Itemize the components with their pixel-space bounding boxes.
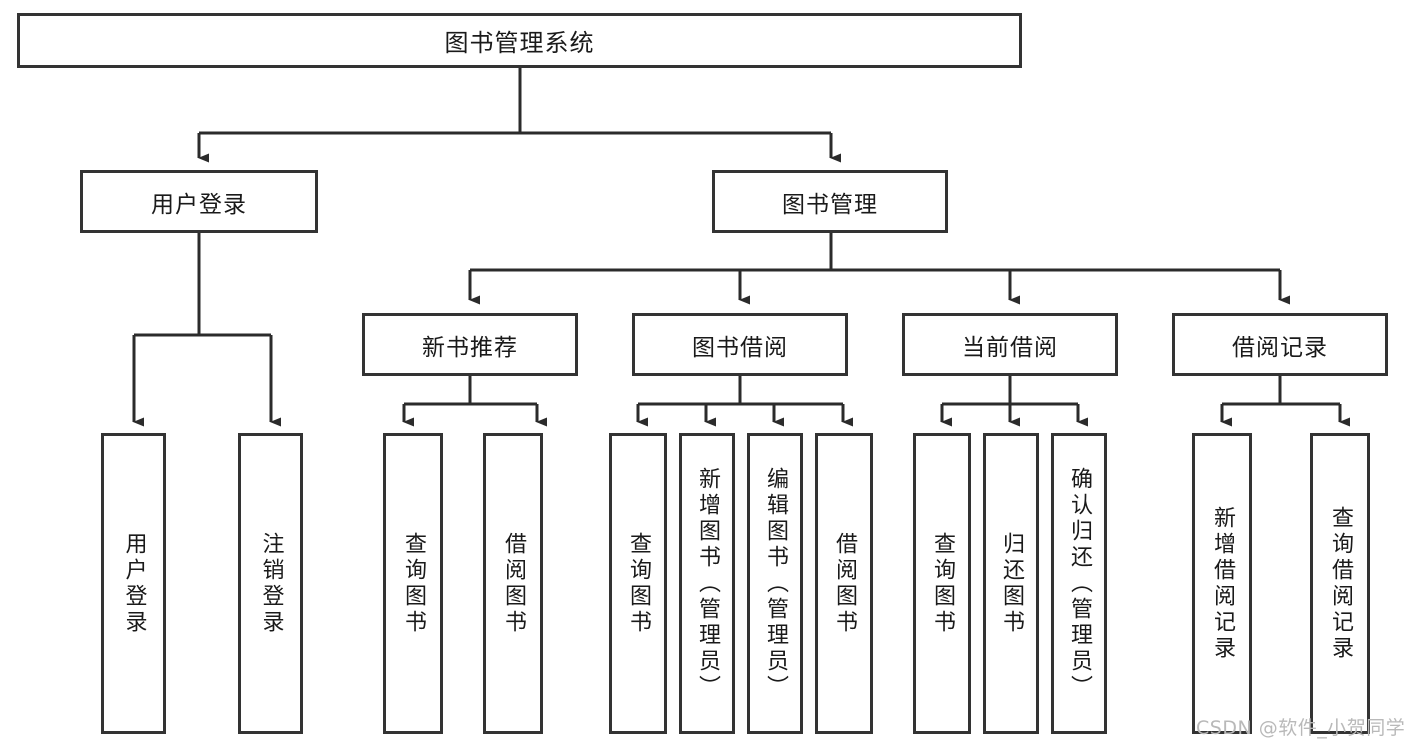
leaf-return-book[interactable]: 归还图书 (983, 433, 1039, 734)
node-new-book-recommend[interactable]: 新书推荐 (362, 313, 578, 376)
leaf-label: 查询图书 (930, 531, 955, 636)
leaf-borrow-book-1[interactable]: 借阅图书 (483, 433, 543, 734)
leaf-label: 查询图书 (626, 531, 651, 636)
node-user-login[interactable]: 用户登录 (80, 170, 318, 233)
leaf-label: 用户登录 (121, 531, 147, 636)
node-borrow-record[interactable]: 借阅记录 (1172, 313, 1388, 376)
leaf-label: 确认归还（管理员） (1067, 466, 1092, 701)
leaf-add-book[interactable]: 新增图书（管理员） (679, 433, 735, 734)
leaf-query-book-3[interactable]: 查询图书 (913, 433, 971, 734)
leaf-query-book-1[interactable]: 查询图书 (383, 433, 443, 734)
node-book-manage[interactable]: 图书管理 (712, 170, 948, 233)
leaf-add-record[interactable]: 新增借阅记录 (1192, 433, 1252, 734)
csdn-watermark: CSDN @软件_小贺同学 (1196, 717, 1405, 739)
node-current-borrow[interactable]: 当前借阅 (902, 313, 1118, 376)
leaf-edit-book[interactable]: 编辑图书（管理员） (747, 433, 803, 734)
leaf-query-book-2[interactable]: 查询图书 (609, 433, 667, 734)
leaf-label: 新增借阅记录 (1210, 505, 1235, 662)
leaf-label: 编辑图书（管理员） (763, 466, 788, 701)
leaf-user-login[interactable]: 用户登录 (101, 433, 166, 734)
leaf-label: 查询图书 (401, 531, 426, 636)
leaf-query-record[interactable]: 查询借阅记录 (1310, 433, 1370, 734)
leaf-label: 借阅图书 (501, 531, 526, 636)
node-root-system[interactable]: 图书管理系统 (17, 13, 1022, 68)
node-book-borrow[interactable]: 图书借阅 (632, 313, 848, 376)
leaf-confirm-return[interactable]: 确认归还（管理员） (1051, 433, 1107, 734)
leaf-label: 新增图书（管理员） (695, 466, 720, 701)
leaf-logout[interactable]: 注销登录 (238, 433, 303, 734)
leaf-label: 借阅图书 (832, 531, 857, 636)
leaf-label: 归还图书 (999, 531, 1024, 636)
leaf-label: 查询借阅记录 (1328, 505, 1353, 662)
leaf-borrow-book-2[interactable]: 借阅图书 (815, 433, 873, 734)
leaf-label: 注销登录 (258, 531, 284, 636)
